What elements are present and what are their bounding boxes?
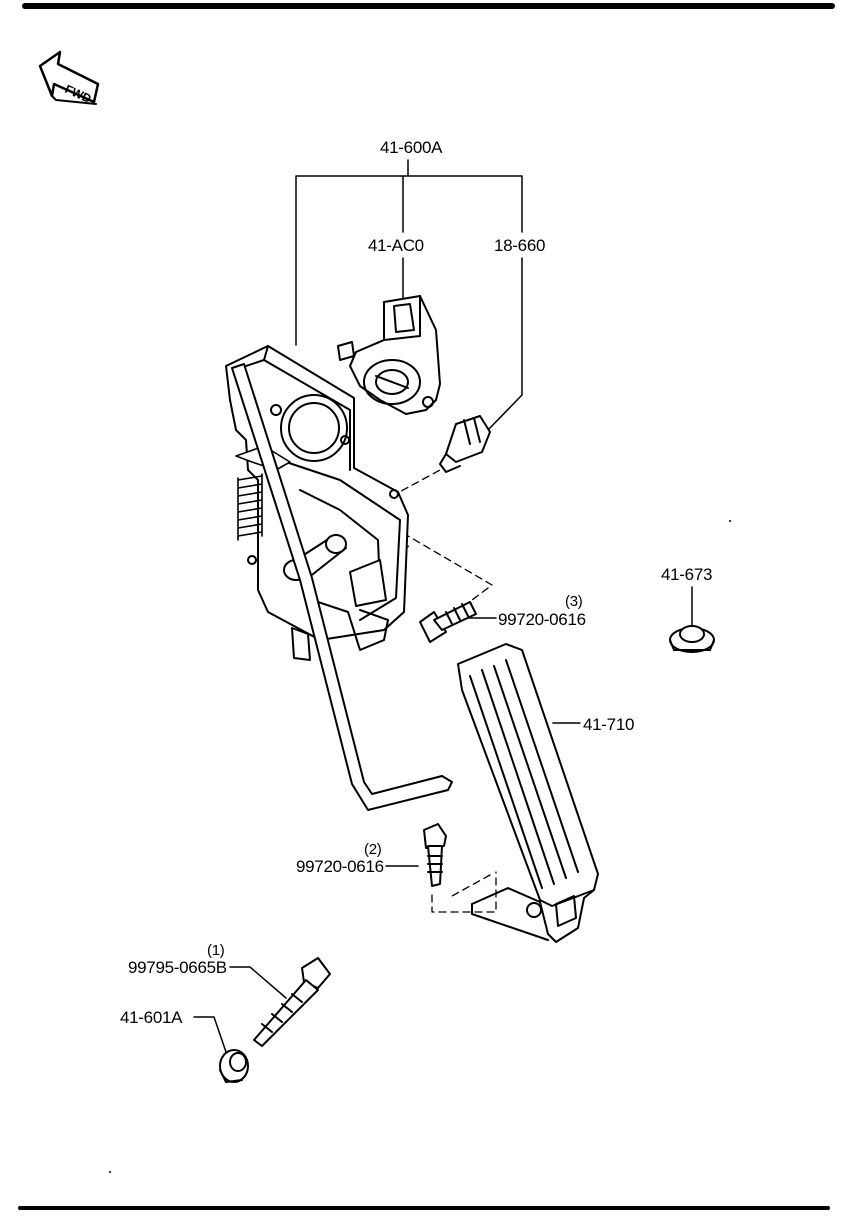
bushing [219, 1049, 249, 1083]
label-stopper: 41-673 [661, 565, 713, 584]
pedal-pad [457, 643, 599, 943]
fwd-arrow-icon: FWD [38, 50, 100, 106]
label-bolt-1-part: 99795-0665B [128, 958, 227, 977]
label-switch: 18-660 [494, 236, 546, 255]
leader-lines [193, 159, 693, 1053]
label-bolt-3-qty: (3) [565, 593, 583, 610]
label-assembly: 41-600A [380, 138, 443, 157]
label-bolt-2-qty: (2) [364, 841, 382, 858]
label-bolt-1-qty: (1) [207, 942, 225, 959]
label-sensor: 41-AC0 [368, 236, 424, 255]
bolt-2 [423, 823, 447, 887]
label-bolt-2-part: 99720-0616 [296, 857, 384, 876]
label-bushing: 41-601A [120, 1008, 183, 1027]
throttle-sensor [337, 295, 441, 415]
bolt-1 [253, 957, 331, 1047]
bolt-3 [419, 601, 477, 643]
pedal-bracket-assembly [225, 345, 453, 811]
label-bolt-3-part: 99720-0616 [498, 610, 586, 629]
pedal-stopper [669, 625, 715, 653]
label-pedal-pad: 41-710 [583, 715, 635, 734]
pedal-arm [231, 363, 453, 811]
pedal-switch [439, 415, 491, 473]
